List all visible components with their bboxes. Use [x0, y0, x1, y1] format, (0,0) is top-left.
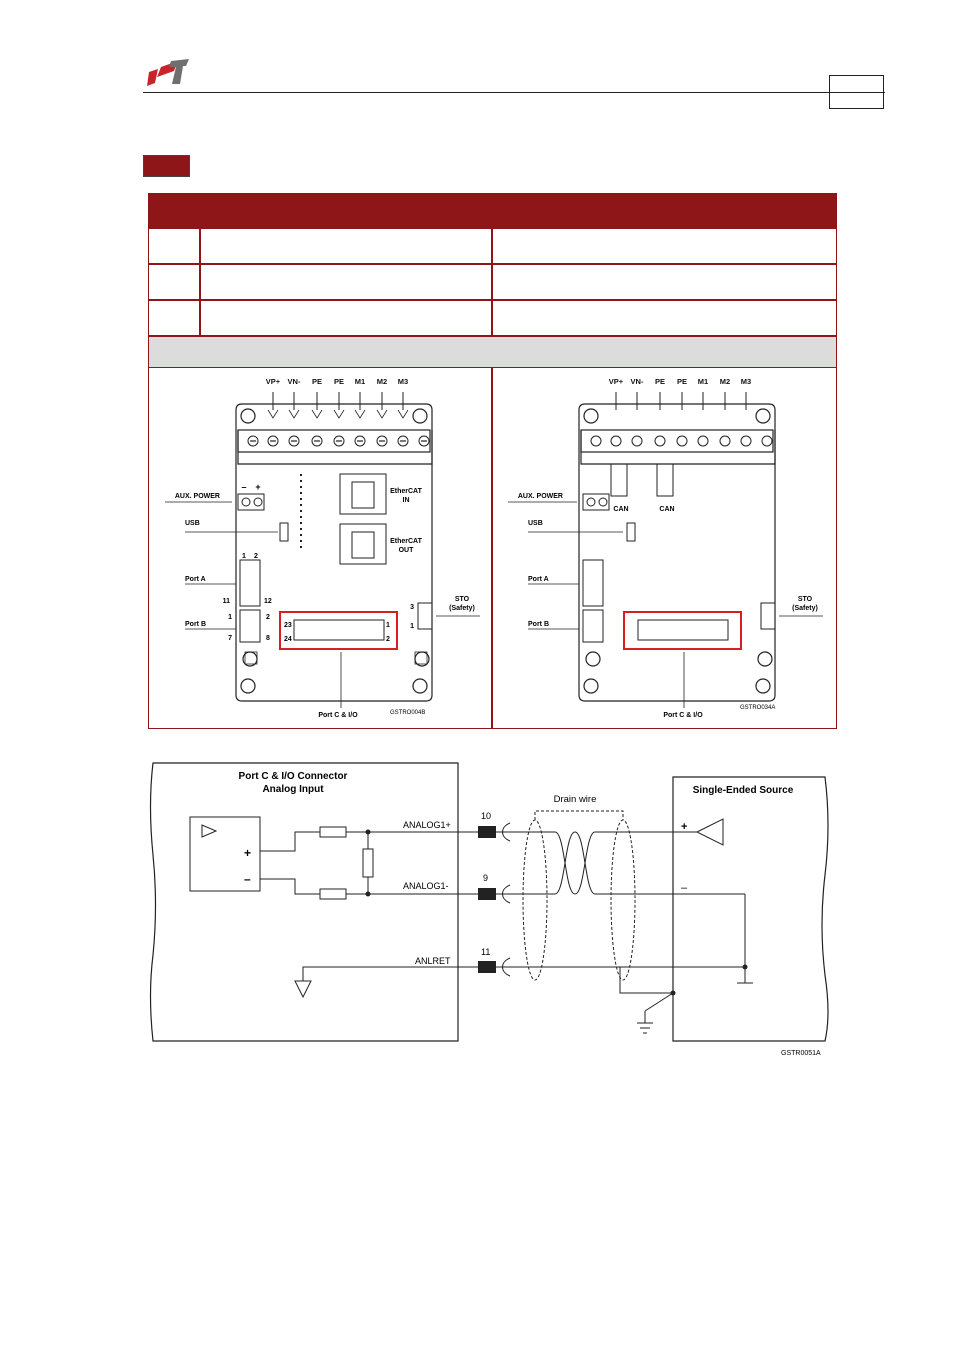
pin-label: 24	[284, 636, 292, 643]
signal-label: ANALOG1-	[403, 881, 449, 891]
board-drawing-left: VP+ VN- PE PE M1 M2 M3 – + AUX. POWER US…	[165, 377, 480, 719]
port-a-label: Port A	[528, 576, 549, 583]
pin-label: 11	[223, 598, 231, 605]
usb-label: USB	[185, 520, 200, 527]
aux-power-label: AUX. POWER	[518, 493, 563, 500]
aux-plus-label: +	[255, 482, 260, 492]
terminal-label: VN-	[631, 377, 644, 386]
ethercat-in-sub: IN	[403, 497, 410, 504]
table-col-rule	[491, 229, 493, 335]
ethercat-out-sub: OUT	[399, 547, 415, 554]
table-col-rule	[491, 367, 493, 729]
terminal-label: VP+	[609, 377, 624, 386]
sto-safety-label: (Safety)	[449, 605, 475, 612]
signal-label: ANALOG1+	[403, 820, 451, 830]
terminal-label: PE	[677, 377, 687, 386]
pin-label: 1	[410, 623, 414, 630]
port-c-label: Port C & I/O	[663, 712, 703, 719]
ethercat-in-label: EtherCAT	[390, 488, 422, 495]
amp-plus: +	[244, 846, 251, 860]
sto-label: STO	[798, 596, 813, 603]
drain-wire-label: Drain wire	[554, 794, 597, 805]
aux-power-label: AUX. POWER	[175, 493, 220, 500]
source-minus: –	[681, 882, 688, 894]
port-a-label: Port A	[185, 576, 206, 583]
source-plus: +	[681, 821, 687, 833]
sto-label: STO	[455, 596, 470, 603]
pin-label: 7	[228, 635, 232, 642]
pin-label: 3	[410, 604, 414, 611]
pin-label: 1	[386, 622, 390, 629]
connector-subtitle: Analog Input	[262, 784, 324, 795]
table-header	[148, 193, 837, 229]
terminal-label: PE	[655, 377, 665, 386]
section-tab	[143, 155, 190, 177]
terminal-label: M1	[698, 377, 708, 386]
can-label: CAN	[613, 506, 628, 513]
sto-safety-label: (Safety)	[792, 605, 818, 612]
board-drawing-right: VP+ VN- PE PE M1 M2 M3 AUX. POWER CAN CA…	[508, 377, 823, 719]
pin-label: 2	[386, 636, 390, 643]
header-rule	[143, 92, 885, 93]
usb-label: USB	[528, 520, 543, 527]
terminal-label: PE	[334, 377, 344, 386]
page-number-box	[829, 75, 884, 109]
figure-id: GSTRO004B	[390, 710, 425, 716]
pin-number: 9	[483, 873, 488, 883]
can-label: CAN	[659, 506, 674, 513]
port-b-label: Port B	[185, 621, 206, 628]
terminal-label: M1	[355, 377, 365, 386]
terminal-label: VP+	[266, 377, 281, 386]
terminal-label: M3	[741, 377, 751, 386]
pin-number: 11	[481, 947, 490, 957]
port-b-label: Port B	[528, 621, 549, 628]
table-row-rule	[148, 335, 837, 337]
ethercat-out-label: EtherCAT	[390, 538, 422, 545]
pin-label: 1	[242, 553, 246, 560]
connector-title: Port C & I/O Connector	[239, 771, 348, 782]
terminal-label: M2	[720, 377, 730, 386]
signal-label: ANLRET	[415, 956, 451, 966]
pin-label: 12	[264, 598, 272, 605]
figure-id: GSTRO034A	[740, 705, 775, 711]
terminal-label: PE	[312, 377, 322, 386]
source-title: Single-Ended Source	[693, 785, 794, 796]
analog-input-wiring-diagram: Port C & I/O Connector Analog Input Sing…	[149, 762, 829, 1057]
port-c-label: Port C & I/O	[318, 712, 358, 719]
pin-number: 10	[481, 811, 491, 821]
pin-label: 8	[266, 635, 270, 642]
amp-minus: –	[244, 872, 251, 886]
pin-label: 23	[284, 622, 292, 629]
figure-id: GSTR0051A	[781, 1050, 821, 1057]
terminal-label: M3	[398, 377, 408, 386]
terminal-label: M2	[377, 377, 387, 386]
pin-label: 2	[266, 614, 270, 621]
pin-label: 2	[254, 553, 258, 560]
company-logo	[147, 59, 189, 86]
table-col-rule	[199, 229, 201, 335]
aux-minus-label: –	[241, 482, 246, 492]
pin-label: 1	[228, 614, 232, 621]
terminal-label: VN-	[288, 377, 301, 386]
table-grey-row	[149, 337, 836, 367]
